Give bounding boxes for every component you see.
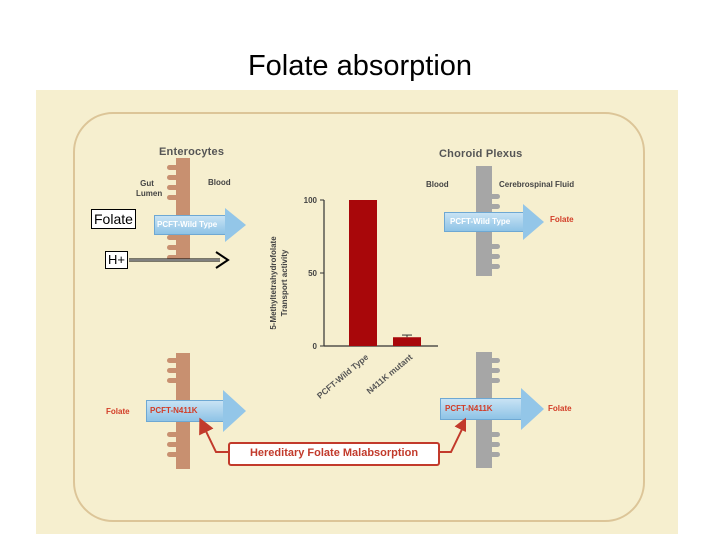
slide-title: Folate absorption: [247, 50, 473, 82]
h-plus-overlay-label: H+: [105, 251, 128, 269]
proton-arrow: [129, 251, 230, 269]
diagram-panel: Enterocytes Choroid Plexus Gut Lumen Blo…: [36, 90, 678, 534]
gut-lumen-label: Gut Lumen: [136, 179, 163, 198]
bar-1: [393, 337, 421, 346]
x-tick-label-0: PCFT-Wild Type: [315, 352, 371, 401]
pcft-n411k-arrow-right: PCFT-N411K: [440, 388, 544, 430]
x-tick-label-1: N411K mutant: [364, 352, 414, 396]
folate-label-left-bottom: Folate: [106, 407, 130, 416]
proton-arrow-head: [215, 251, 230, 269]
blood-label-right: Blood: [426, 180, 449, 189]
folate-label-right-bottom: Folate: [548, 404, 572, 413]
pcft-n411k-arrow-left: PCFT-N411K: [146, 390, 246, 432]
pcft-n411k-label-right: PCFT-N411K: [445, 404, 493, 413]
folate-overlay-label: Folate: [91, 209, 136, 229]
pcft-n411k-label-left: PCFT-N411K: [150, 406, 198, 415]
rounded-frame: [73, 112, 645, 522]
y-tick-label-0: 0: [313, 342, 318, 351]
enterocytes-header: Enterocytes: [159, 146, 225, 158]
y-axis-label-line-2: Transport activity: [280, 249, 289, 316]
bar-0: [349, 200, 377, 346]
hereditary-folate-malabsorption-box: Hereditary Folate Malabsorption: [228, 442, 440, 466]
choroid-plexus-header: Choroid Plexus: [439, 148, 523, 160]
y-axis-label-line-1: 5-Methyltetrahydrofolate: [269, 236, 278, 330]
y-tick-label-50: 50: [308, 269, 317, 278]
csf-label: Cerebrospinal Fluid: [499, 180, 575, 189]
y-tick-label-100: 100: [304, 196, 318, 205]
pcft-wild-type-arrow-right: PCFT-Wild Type: [444, 204, 544, 240]
pcft-wild-type-arrow-left: PCFT-Wild Type: [154, 208, 246, 242]
blood-label-left: Blood: [208, 178, 231, 187]
pcft-wild-type-label-right: PCFT-Wild Type: [450, 217, 511, 226]
folate-label-right-top: Folate: [550, 215, 574, 224]
pcft-wild-type-label-left: PCFT-Wild Type: [157, 220, 218, 229]
